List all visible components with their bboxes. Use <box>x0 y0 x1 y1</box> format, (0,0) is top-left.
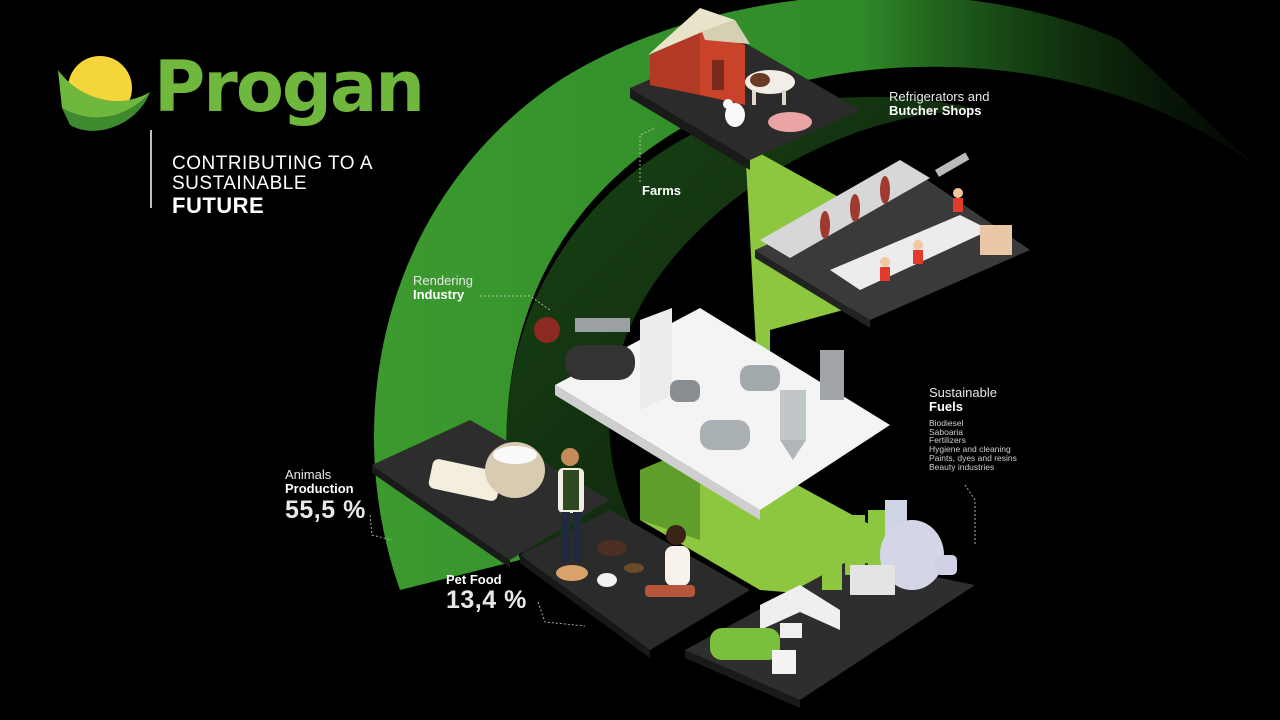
rendering-label-line2: Industry <box>413 287 465 303</box>
tagline-line-2: SUSTAINABLE <box>172 172 308 194</box>
farms-label-text: Farms <box>642 183 682 198</box>
fuels-item: Saboaria <box>929 426 964 437</box>
tagline-line-1: CONTRIBUTING TO A <box>172 153 373 174</box>
petfood-label-text: Pet Food <box>446 572 502 587</box>
tagline-bold: FUTURE <box>172 192 265 218</box>
fuels-item: Paints, dyes and resins <box>929 453 1017 464</box>
fuels-label-line1: Sustainable <box>929 385 997 400</box>
sun-leaf-logo <box>58 56 150 131</box>
animals-percent: 55,5 % <box>285 495 366 524</box>
fuels-item: Hygiene and cleaning <box>929 444 1011 455</box>
rendering-label: Rendering Industry <box>413 273 473 303</box>
petfood-label: Pet Food 13,4 % <box>446 572 527 615</box>
fuels-item: Beauty industries <box>929 462 995 473</box>
inner-arc <box>506 96 980 560</box>
animals-label-line2: Production <box>285 481 354 497</box>
fuels-items-list: Biodiesel Saboaria Fertilizers Hygiene a… <box>929 417 1017 473</box>
fuels-item: Fertilizers <box>929 435 966 446</box>
petfood-percent: 13,4 % <box>446 586 527 615</box>
animals-label: Animals Production 55,5 % <box>285 467 366 524</box>
animals-platform <box>372 420 610 568</box>
brand-wordmark: Progan <box>154 46 425 128</box>
rendering-platform <box>534 308 890 520</box>
fuels-label-line2: Fuels <box>929 399 963 415</box>
farms-label: Farms <box>642 183 682 198</box>
brand-tagline: CONTRIBUTING TO A SUSTAINABLE FUTURE <box>172 154 373 217</box>
rendering-label-line1: Rendering <box>413 273 473 288</box>
butcher-label-line2: Butcher Shops <box>889 103 982 119</box>
butcher-label: Refrigerators and Butcher Shops <box>889 89 990 119</box>
outer-arc <box>373 0 1260 590</box>
fuels-label: Sustainable Fuels Biodiesel Saboaria Fer… <box>929 385 1017 473</box>
butcher-platform <box>755 152 1030 328</box>
animals-label-line1: Animals <box>285 467 332 482</box>
butcher-label-line1: Refrigerators and <box>889 89 990 104</box>
fuels-platform <box>685 500 975 708</box>
fuels-item: Biodiesel <box>929 417 964 428</box>
petfood-platform <box>520 448 750 658</box>
farm-platform <box>630 8 860 170</box>
